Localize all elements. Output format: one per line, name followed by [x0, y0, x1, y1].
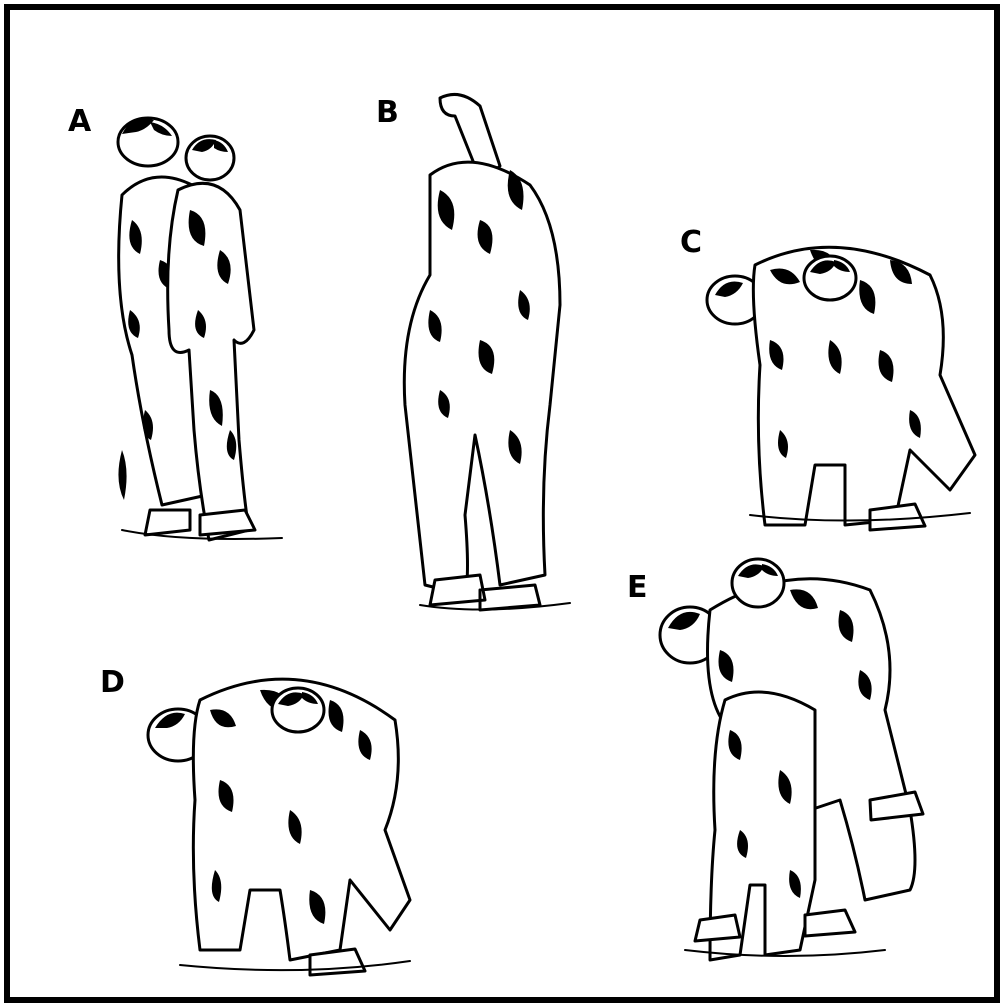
panel-e-illustration [660, 559, 923, 960]
panel-c-illustration [707, 247, 975, 530]
illustration-canvas [10, 10, 994, 997]
figure-frame: A B C D E [4, 4, 1000, 1003]
panel-d-illustration [148, 679, 410, 975]
panel-a-illustration [118, 118, 282, 540]
panel-b-illustration [404, 94, 570, 610]
